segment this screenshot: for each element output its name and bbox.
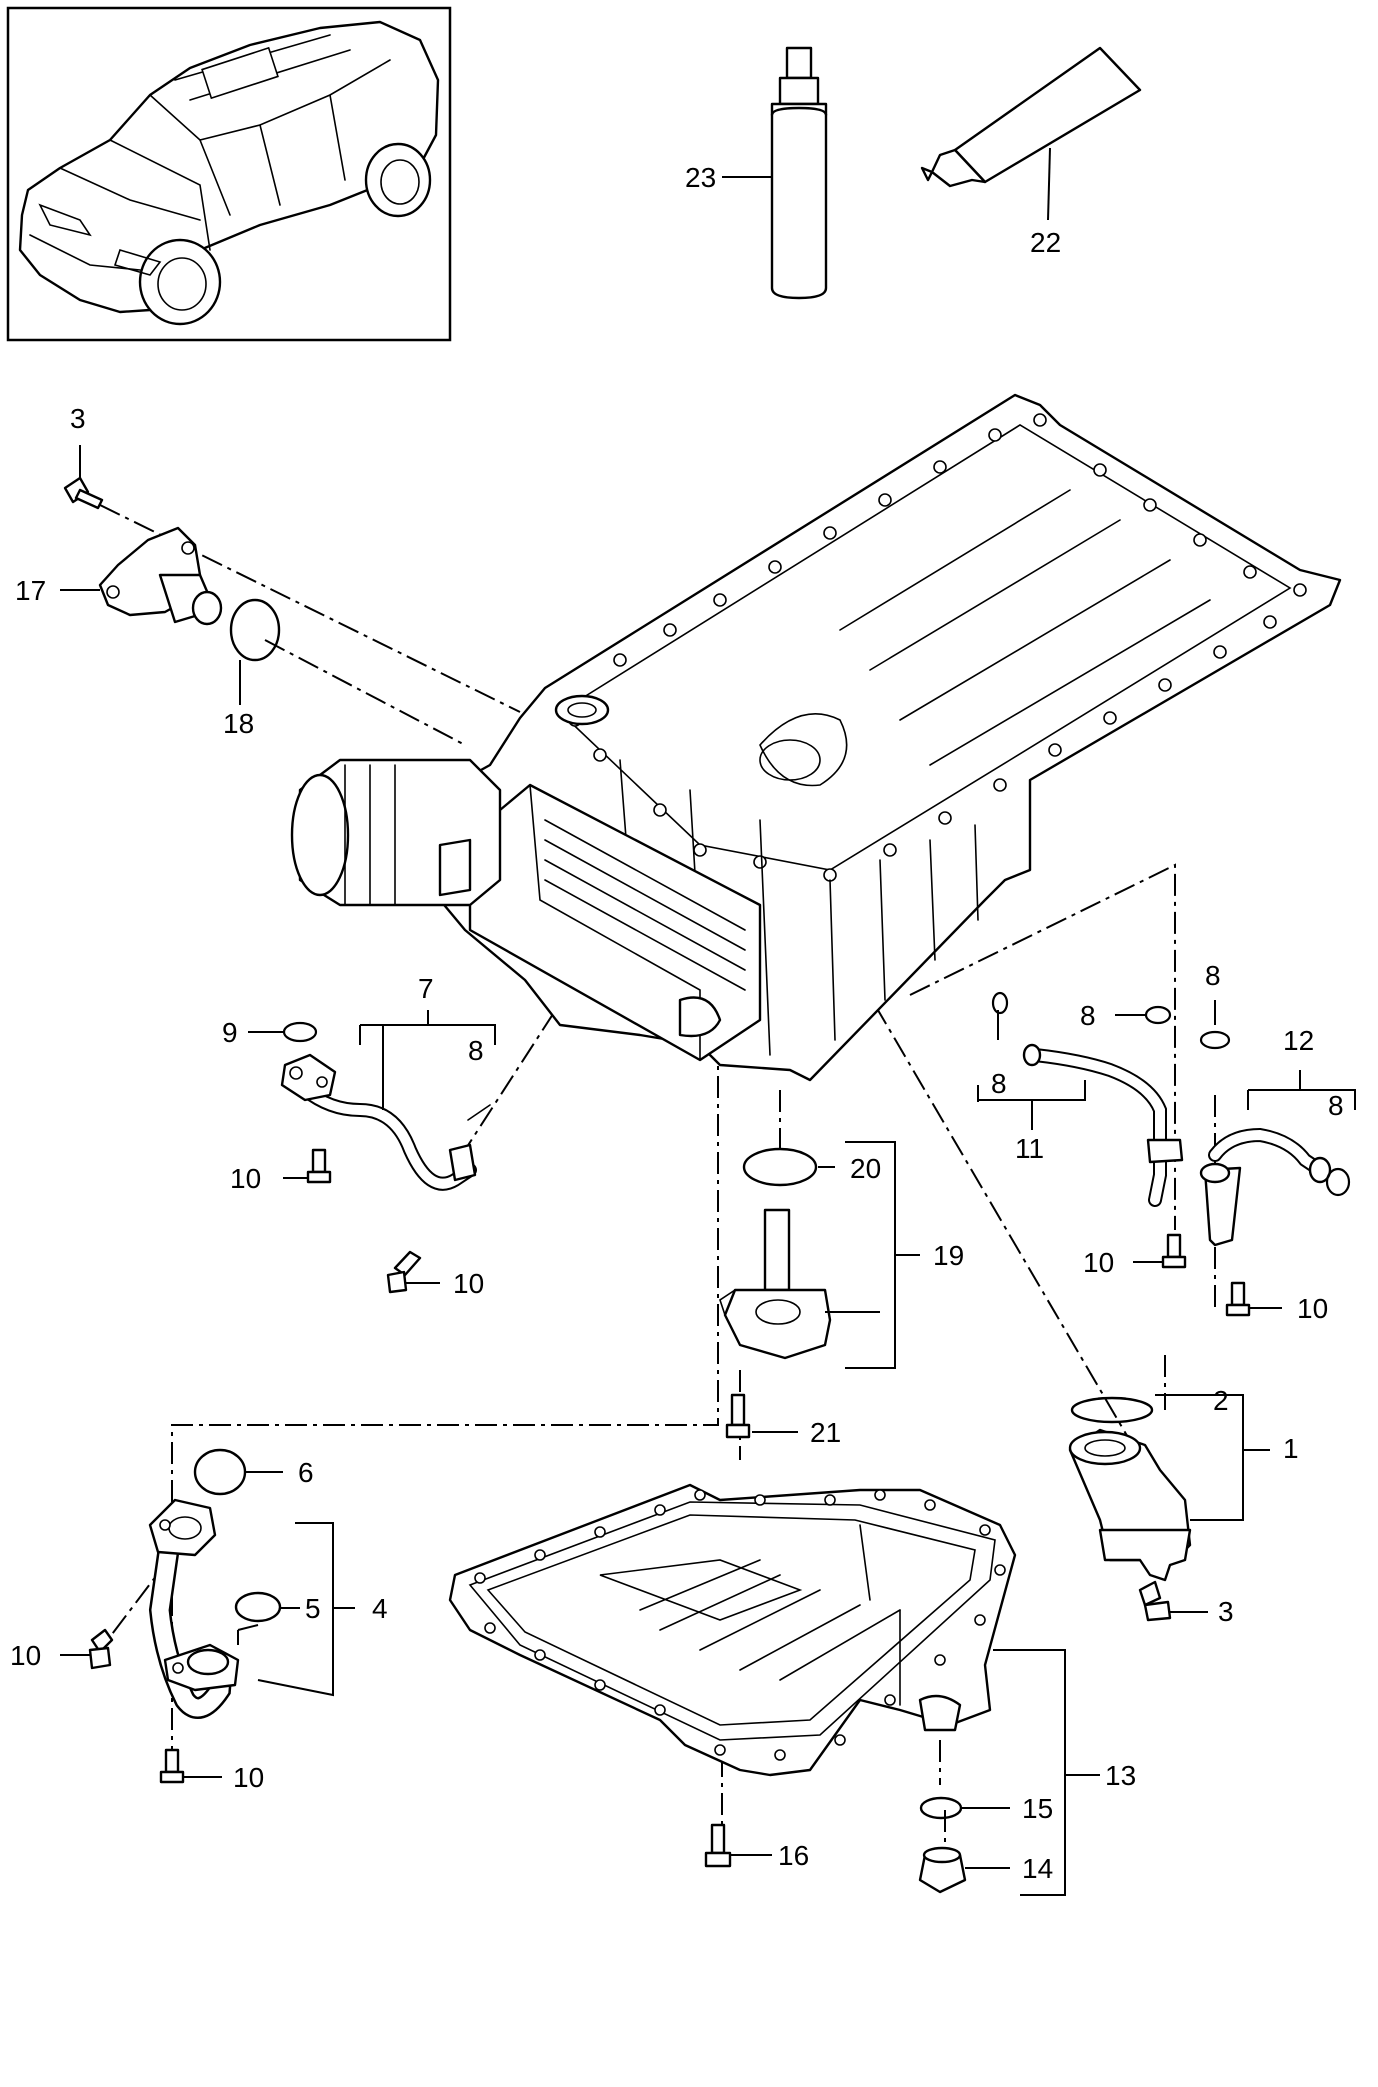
callout-16: 16: [778, 1840, 809, 1871]
callout-20: 20: [850, 1153, 881, 1184]
oil-suction-part: [1068, 1394, 1270, 1622]
flange-fitting-part: [60, 526, 223, 626]
callout-10-e: 10: [10, 1640, 41, 1671]
oil-pipe-part-12: [1199, 1000, 1356, 1247]
bolt-part-10b: [386, 1250, 440, 1294]
oil-pipe-part-7: [248, 1010, 496, 1191]
oil-pipe-part-11: [977, 991, 1184, 1207]
bolt-parts-10: [60, 1148, 1282, 1784]
callout-15: 15: [1022, 1793, 1053, 1824]
callout-2: 2: [1213, 1385, 1229, 1416]
callout-10-a: 10: [230, 1163, 261, 1194]
callout-22: 22: [1030, 227, 1061, 258]
callout-18: 18: [223, 708, 254, 739]
callout-21: 21: [810, 1417, 841, 1448]
callout-1: 1: [1283, 1433, 1299, 1464]
bolt-part-top: [63, 445, 104, 510]
callout-8-right-b: 8: [1328, 1090, 1344, 1121]
bolt-part-10c: [1133, 1233, 1187, 1269]
callout-19: 19: [933, 1240, 964, 1271]
callout-10-b: 10: [453, 1268, 484, 1299]
sealant-tube-part: [920, 46, 1142, 221]
callout-14: 14: [1022, 1853, 1053, 1884]
callout-5: 5: [305, 1593, 321, 1624]
oil-pan-lower-part: [448, 1483, 1100, 1896]
spray-bottle-part: [722, 46, 828, 300]
callout-23: 23: [685, 162, 716, 193]
bolt-part-10f: [159, 1748, 222, 1784]
bolt-part-10d: [1225, 1281, 1282, 1317]
callout-10-c: 10: [1083, 1247, 1114, 1278]
bolt-part-10e: [60, 1628, 114, 1670]
callout-4: 4: [372, 1593, 388, 1624]
callout-8-right-a: 8: [1205, 960, 1221, 991]
callout-13: 13: [1105, 1760, 1136, 1791]
o-ring-part-18: [229, 598, 281, 705]
callout-labels: 1 2 3 3 4 5 6 7 8 8 8 8 8 9 10 10 10 10 …: [10, 162, 1344, 1884]
callout-17: 17: [15, 575, 46, 606]
oil-level-sensor-part: [719, 1141, 920, 1439]
oil-pickup-tube-part: [148, 1448, 355, 1719]
callout-10-f: 10: [233, 1762, 264, 1793]
bolt-part-10a: [283, 1148, 332, 1184]
callout-12: 12: [1283, 1025, 1314, 1056]
oil-pan-upper-part: [290, 393, 1342, 1082]
callout-11: 11: [1015, 1133, 1044, 1164]
callout-6: 6: [298, 1457, 314, 1488]
callout-3-top: 3: [70, 403, 86, 434]
callout-8-mid-a: 8: [991, 1068, 1007, 1099]
vehicle-thumbnail: [6, 6, 452, 342]
callout-8-mid-b: 8: [1080, 1000, 1096, 1031]
callout-10-d: 10: [1297, 1293, 1328, 1324]
callout-7: 7: [418, 973, 434, 1004]
callout-8-left: 8: [468, 1035, 484, 1066]
callout-9: 9: [222, 1017, 238, 1048]
callout-3-bottom: 3: [1218, 1596, 1234, 1627]
